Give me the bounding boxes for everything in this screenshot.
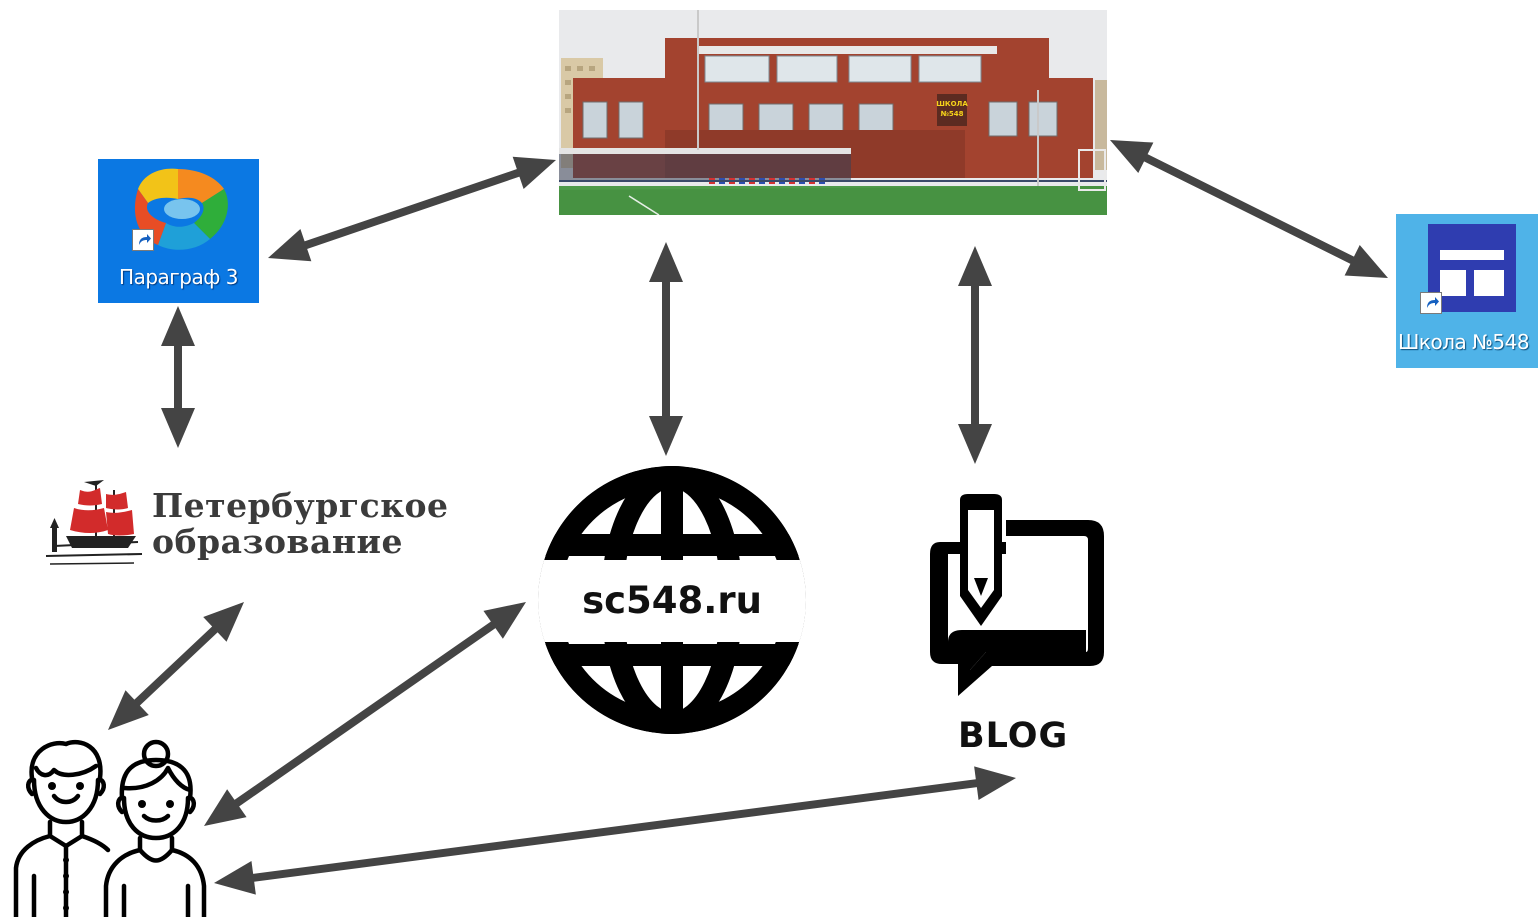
shortcut-arrow-icon: [132, 229, 154, 251]
arrow-people-spb: [108, 602, 244, 730]
sailing-ship-icon: [45, 480, 143, 565]
arrow-school-blog: [958, 246, 992, 464]
man-and-woman-icon: [13, 739, 207, 920]
website-globe[interactable]: sc548.ru: [536, 463, 808, 738]
spb-education-logo[interactable]: Петербургское образование: [44, 478, 464, 573]
arrow-people-website: [204, 602, 526, 826]
arrow-people-blog: [214, 766, 1016, 895]
arrow-paragraf-school: [268, 156, 556, 262]
school-548-label: Школа №548: [1398, 330, 1530, 354]
blog-node[interactable]: BLOG: [922, 492, 1108, 757]
school-app-icon: [1428, 224, 1516, 312]
shortcut-arrow-icon: [1420, 292, 1442, 314]
globe-icon: [538, 466, 806, 734]
school-building-illustration: ШКОЛА №548: [559, 10, 1107, 215]
spb-education-line1: Петербургское: [152, 486, 449, 525]
arrow-school-website: [649, 242, 683, 456]
blog-label: BLOG: [958, 716, 1069, 756]
paragraf-app-icon: [134, 168, 228, 250]
arrow-school-shortcut: [1110, 140, 1388, 278]
arrow-paragraf-spb: [161, 306, 195, 448]
school-building-photo: ШКОЛА №548: [559, 10, 1107, 215]
people-users-icon[interactable]: [10, 736, 210, 920]
paragraf-shortcut[interactable]: Параграф 3: [98, 159, 259, 303]
blog-pen-book-icon: [930, 494, 1104, 696]
school-sign-line2: №548: [940, 110, 963, 118]
paragraf-label: Параграф 3: [119, 265, 238, 289]
school-sign-line1: ШКОЛА: [936, 100, 968, 108]
website-url: sc548.ru: [582, 579, 762, 622]
spb-education-line2: образование: [152, 522, 403, 561]
school-548-shortcut[interactable]: Школа №548: [1396, 214, 1538, 368]
